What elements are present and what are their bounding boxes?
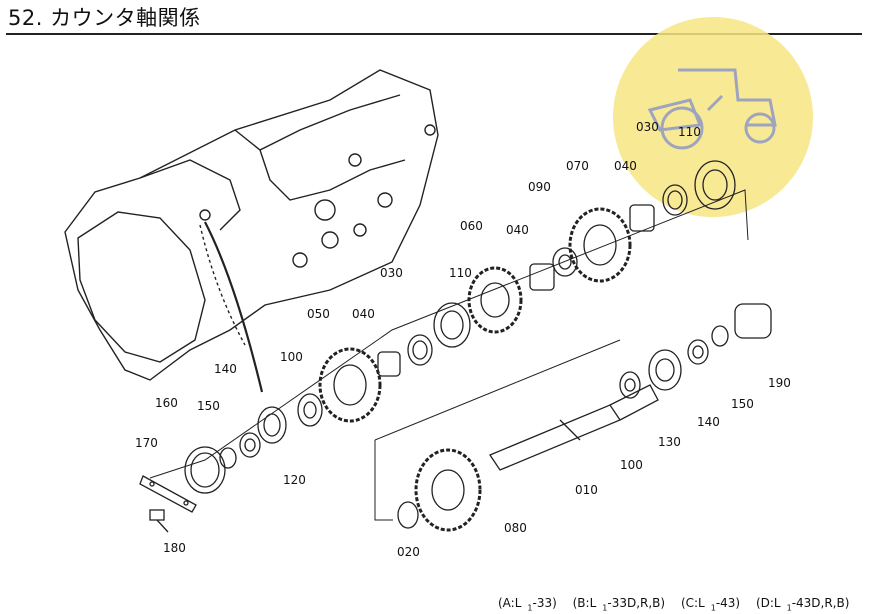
part-labels: 010 020 030 030 040 040 040 050 060 070 … [135,120,791,559]
part-label-100: 100 [280,350,303,364]
part-010-counter-shaft [489,384,659,471]
part-190-sleeve [734,303,772,339]
part-label-030: 030 [380,266,403,280]
part-090-washer [552,247,578,277]
part-label-140: 140 [214,362,237,376]
part-110-hub-a [433,302,471,348]
part-label-180: 180 [163,541,186,555]
part-180-bolt [149,509,169,533]
part-150-snap-ring-b [711,325,729,347]
lower-shaft-parts [397,303,772,532]
part-100-collar [297,393,323,427]
part-120-bearing [257,406,287,444]
part-140-washer [239,432,261,458]
tractor-logo-icon [647,68,777,150]
part-label-040: 040 [506,223,529,237]
part-170-plate [139,475,197,513]
part-070-gear [568,207,632,283]
part-030-collar-b [662,184,688,216]
part-label-110: 110 [678,125,701,139]
part-label-040: 040 [614,159,637,173]
part-label-190: 190 [768,376,791,390]
transmission-case [64,69,439,393]
part-label-150: 150 [197,399,220,413]
part-160-seal [184,446,226,494]
upper-shaft-parts [184,160,736,494]
part-140-washer-b [687,339,709,365]
part-060-gear [467,266,523,334]
part-110-hub-b [694,160,736,210]
part-100-collar-b [619,371,641,399]
part-label-140: 140 [697,415,720,429]
part-040-needle-bearing-c [629,204,655,232]
exploded-diagram: 010 020 030 030 040 040 040 050 060 070 … [64,17,813,559]
part-label-130: 130 [658,435,681,449]
page-title: 52. カウンタ軸関係 [8,6,201,30]
part-label-100: 100 [620,458,643,472]
part-080-gear [414,448,482,532]
part-label-150: 150 [731,397,754,411]
part-label-120: 120 [283,473,306,487]
part-label-160: 160 [155,396,178,410]
part-label-030: 030 [636,120,659,134]
part-label-070: 070 [566,159,589,173]
part-label-010: 010 [575,483,598,497]
leader-lines [149,189,749,521]
part-label-020: 020 [397,545,420,559]
part-130-bearing [648,349,682,391]
part-label-060: 060 [460,219,483,233]
title-rule [6,33,862,35]
watermark-logo [613,17,813,217]
part-label-050: 050 [307,307,330,321]
part-label-110: 110 [449,266,472,280]
part-label-170: 170 [135,436,158,450]
part-040-needle-bearing-a [377,351,401,377]
part-030-collar-a [407,334,433,366]
part-040-needle-bearing-b [529,263,555,291]
part-050-gear [318,347,382,423]
part-label-040: 040 [352,307,375,321]
part-150-snap-ring [219,447,237,469]
part-label-090: 090 [528,180,551,194]
part-label-080: 080 [504,521,527,535]
bracket-parts [139,475,197,533]
part-020-snap-ring [397,501,419,529]
